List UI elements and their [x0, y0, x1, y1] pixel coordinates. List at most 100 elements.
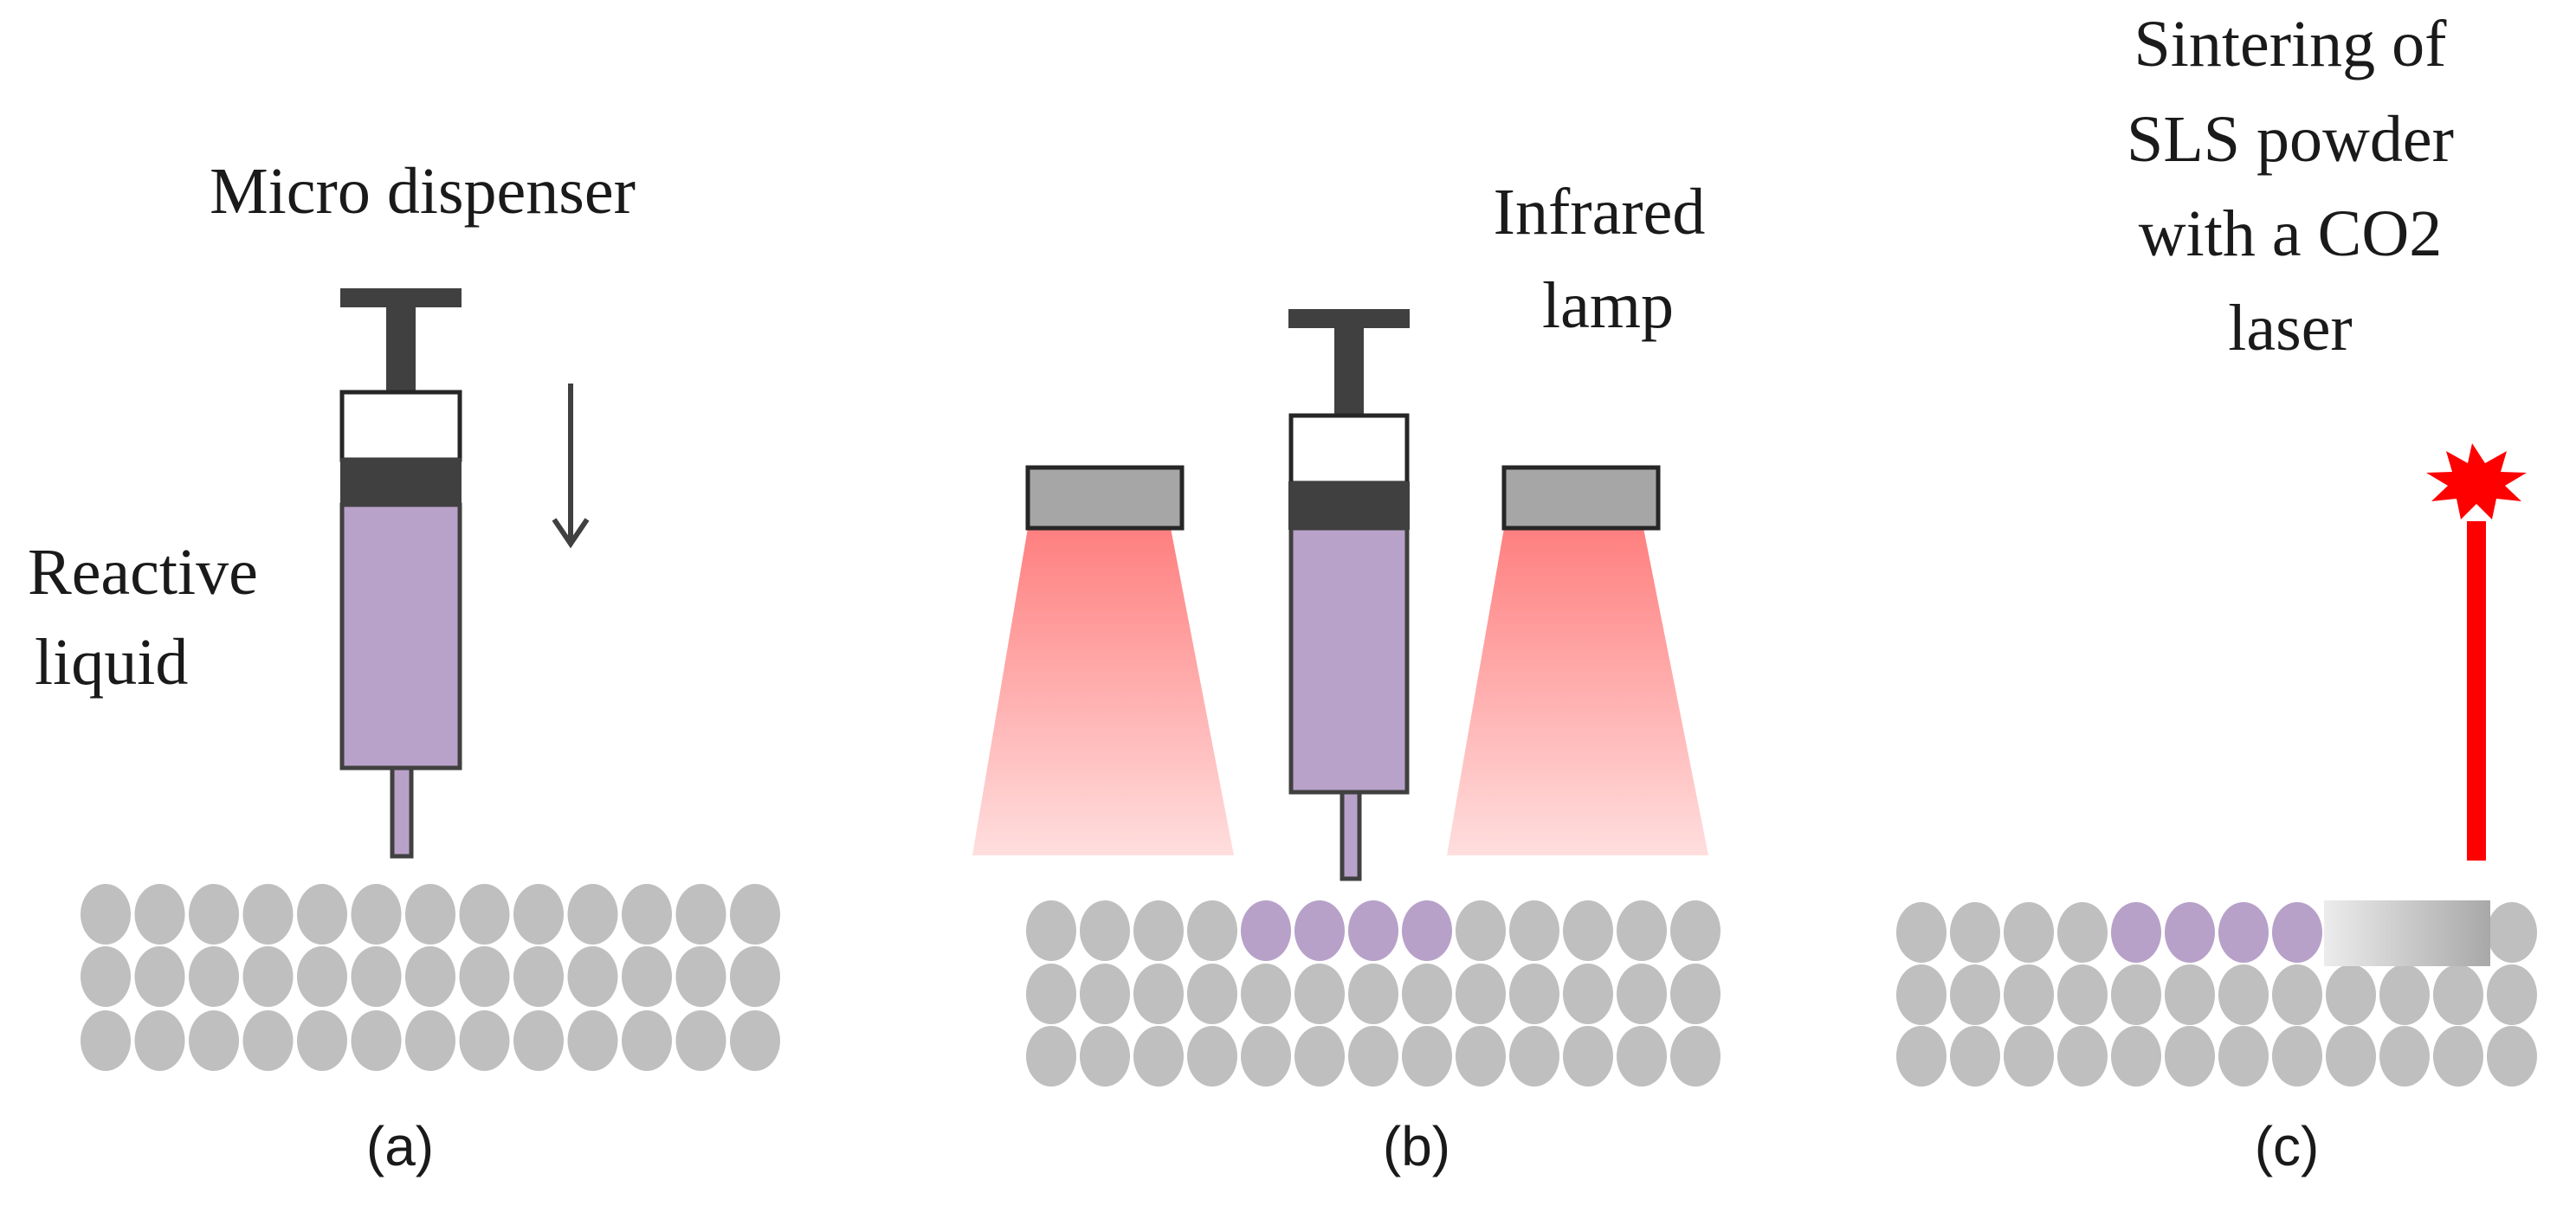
- panel-a: Micro dispenser Reactive liquid (a): [28, 155, 780, 1177]
- syringe-needle: [1340, 790, 1362, 881]
- powder-particle: [675, 884, 726, 945]
- powder-particle: [2057, 902, 2108, 963]
- powder-particle: [1402, 1026, 1452, 1087]
- reactive-liquid-label-line2: liquid: [35, 626, 188, 699]
- syringe-icon: [339, 288, 462, 859]
- powder-particle: [730, 884, 780, 945]
- powder-particle: [2379, 964, 2430, 1025]
- infiltrated-particle: [1402, 900, 1452, 961]
- powder-particle: [2111, 964, 2161, 1025]
- plunger-cap: [1288, 309, 1410, 328]
- panel-b-caption: (b): [1383, 1115, 1450, 1177]
- powder-particle: [2111, 1026, 2161, 1087]
- powder-particle: [2326, 1026, 2376, 1087]
- powder-particle: [622, 884, 672, 945]
- powder-particle: [134, 1010, 185, 1071]
- powder-particle: [1563, 1026, 1613, 1087]
- powder-particle: [2487, 1026, 2537, 1087]
- powder-bed-a: [81, 884, 780, 1071]
- powder-particle: [2272, 964, 2322, 1025]
- micro-dispenser-label: Micro dispenser: [210, 155, 636, 228]
- powder-particle: [1896, 964, 1947, 1025]
- powder-particle: [730, 1010, 780, 1071]
- powder-particle: [2004, 964, 2054, 1025]
- powder-particle: [513, 946, 564, 1007]
- powder-particle: [2487, 902, 2537, 963]
- laser-beam-icon: [2467, 521, 2486, 861]
- barrel-liquid: [1288, 526, 1410, 795]
- panel-a-caption: (a): [366, 1115, 434, 1177]
- powder-particle: [351, 946, 402, 1007]
- powder-particle: [622, 946, 672, 1007]
- powder-particle: [1080, 964, 1130, 1024]
- powder-particle: [405, 1010, 455, 1071]
- lamp-housing-right: [1501, 465, 1661, 531]
- powder-particle: [2433, 964, 2483, 1025]
- powder-particle: [1563, 964, 1613, 1024]
- powder-particle: [730, 946, 780, 1007]
- powder-particle: [1896, 902, 1947, 963]
- powder-particle: [1294, 1026, 1345, 1087]
- powder-particle: [1950, 1026, 2000, 1087]
- infiltrated-particle: [1294, 900, 1345, 961]
- powder-particle: [1617, 964, 1667, 1024]
- powder-particle: [675, 1010, 726, 1071]
- powder-particle: [1080, 900, 1130, 961]
- barrel-empty: [339, 390, 462, 462]
- infiltrated-particle: [2218, 902, 2269, 963]
- powder-particle: [1456, 1026, 1506, 1087]
- powder-particle: [1241, 1026, 1291, 1087]
- powder-particle: [622, 1010, 672, 1071]
- powder-particle: [1896, 1026, 1947, 1087]
- powder-particle: [1670, 900, 1721, 961]
- infrared-lamp-icon: [1447, 465, 1708, 855]
- powder-particle: [2272, 1026, 2322, 1087]
- powder-particle: [1670, 964, 1721, 1024]
- powder-particle: [2487, 964, 2537, 1025]
- powder-particle: [1348, 1026, 1398, 1087]
- lamp-housing-left: [1025, 465, 1185, 531]
- infiltrated-particle: [1348, 900, 1398, 961]
- powder-particle: [2165, 964, 2215, 1025]
- powder-particle: [2004, 902, 2054, 963]
- powder-particle: [2165, 1026, 2215, 1087]
- powder-particle: [1509, 900, 1559, 961]
- powder-particle: [1187, 1026, 1237, 1087]
- syringe-icon: [1288, 309, 1410, 881]
- powder-particle: [675, 946, 726, 1007]
- powder-particle: [81, 1010, 131, 1071]
- powder-particle: [459, 884, 510, 945]
- infiltrated-particle: [2165, 902, 2215, 963]
- powder-particle: [1402, 964, 1452, 1024]
- powder-particle: [81, 946, 131, 1007]
- infiltrated-particle: [2272, 902, 2322, 963]
- powder-particle: [459, 1010, 510, 1071]
- powder-particle: [513, 884, 564, 945]
- infrared-glow-left: [972, 528, 1234, 855]
- infrared-lamp-icon: [972, 465, 1234, 855]
- sintering-label-line3: with a CO2: [2139, 197, 2442, 270]
- barrel-liquid: [339, 502, 462, 771]
- powder-particle: [2057, 964, 2108, 1025]
- powder-particle: [297, 1010, 347, 1071]
- powder-particle: [1133, 964, 1184, 1024]
- powder-particle: [1950, 964, 2000, 1025]
- powder-particle: [1617, 900, 1667, 961]
- powder-particle: [2004, 1026, 2054, 1087]
- powder-particle: [459, 946, 510, 1007]
- powder-particle: [242, 1010, 294, 1071]
- powder-particle: [1670, 1026, 1721, 1087]
- powder-particle: [1456, 964, 1506, 1024]
- plunger-seal: [340, 458, 462, 506]
- powder-particle: [1241, 964, 1291, 1024]
- spark-icon: [2426, 443, 2527, 519]
- sintered-region: [2324, 900, 2490, 966]
- powder-particle: [2326, 964, 2376, 1025]
- powder-particle: [1133, 1026, 1184, 1087]
- powder-particle: [1294, 964, 1345, 1024]
- powder-particle: [2057, 1026, 2108, 1087]
- powder-particle: [567, 884, 618, 945]
- powder-particle: [405, 884, 455, 945]
- infrared-lamp-label-line1: Infrared: [1494, 176, 1706, 248]
